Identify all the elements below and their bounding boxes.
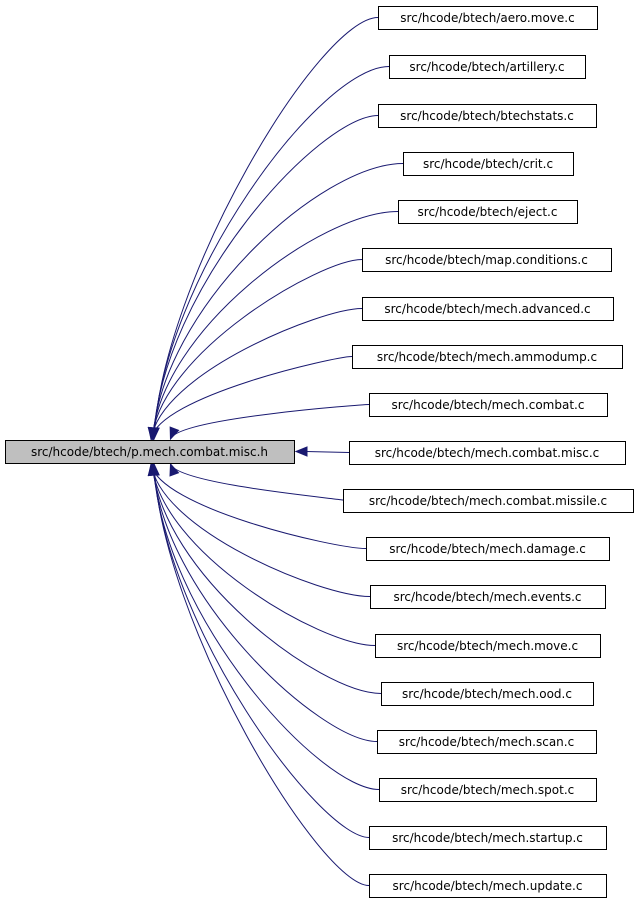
edge-10 (305, 451, 350, 453)
edge-6 (151, 259, 363, 440)
includer-node-16-label: src/hcode/btech/mech.scan.c (399, 735, 574, 749)
includer-node-6-label: src/hcode/btech/map.conditions.c (385, 253, 588, 267)
includer-node-1-box (378, 6, 598, 30)
includer-node-19-box (369, 874, 607, 898)
includer-node-8-box (352, 345, 623, 369)
includer-node-8[interactable]: src/hcode/btech/mech.ammodump.c (352, 345, 623, 369)
includer-node-16-box (377, 730, 597, 754)
nodes-layer: src/hcode/btech/aero.move.c src/hcode/bte… (5, 6, 634, 898)
includer-node-7[interactable]: src/hcode/btech/mech.advanced.c (362, 297, 614, 321)
includer-node-1[interactable]: src/hcode/btech/aero.move.c (378, 6, 598, 30)
includer-node-14[interactable]: src/hcode/btech/mech.move.c (375, 634, 601, 658)
edge-9 (170, 404, 370, 440)
includer-node-5[interactable]: src/hcode/btech/eject.c (398, 200, 578, 224)
includer-node-14-box (375, 634, 601, 658)
arrowhead-10 (294, 446, 308, 457)
includer-node-16[interactable]: src/hcode/btech/mech.scan.c (377, 730, 597, 754)
includer-node-18[interactable]: src/hcode/btech/mech.startup.c (369, 826, 607, 850)
edge-12 (150, 463, 367, 549)
edge-2 (153, 66, 390, 440)
edge-17 (152, 463, 380, 790)
arrowhead-19 (149, 462, 160, 476)
root-header-node-label: src/hcode/btech/p.mech.combat.misc.h (31, 445, 268, 459)
includer-node-11-box (343, 489, 634, 513)
includer-node-3-label: src/hcode/btech/btechstats.c (400, 109, 574, 123)
includer-node-17[interactable]: src/hcode/btech/mech.spot.c (379, 778, 597, 802)
edge-4 (152, 163, 404, 440)
includer-node-10-label: src/hcode/btech/mech.combat.misc.c (375, 446, 600, 460)
includer-node-10[interactable]: src/hcode/btech/mech.combat.misc.c (349, 441, 626, 465)
includer-node-5-box (398, 200, 578, 224)
edge-18 (153, 463, 370, 838)
includer-node-9-label: src/hcode/btech/mech.combat.c (392, 398, 585, 412)
edge-15 (151, 463, 382, 694)
edge-19 (153, 463, 370, 886)
includer-node-9[interactable]: src/hcode/btech/mech.combat.c (369, 393, 608, 417)
includer-node-19[interactable]: src/hcode/btech/mech.update.c (369, 874, 607, 898)
includer-node-12[interactable]: src/hcode/btech/mech.damage.c (366, 537, 610, 561)
includer-node-11-label: src/hcode/btech/mech.combat.missile.c (369, 494, 607, 508)
includer-node-6[interactable]: src/hcode/btech/map.conditions.c (362, 248, 612, 272)
arrowhead-11 (169, 462, 180, 477)
edge-7 (150, 308, 363, 440)
includer-node-11[interactable]: src/hcode/btech/mech.combat.missile.c (343, 489, 634, 513)
root-header-node[interactable]: src/hcode/btech/p.mech.combat.misc.h (5, 440, 295, 464)
includer-node-13-box (370, 585, 606, 609)
includer-node-2-box (389, 55, 586, 79)
includer-node-18-box (369, 826, 607, 850)
edge-11 (170, 463, 345, 501)
includer-node-2[interactable]: src/hcode/btech/artillery.c (389, 55, 586, 79)
edge-3 (152, 115, 379, 440)
includer-node-15-label: src/hcode/btech/mech.ood.c (402, 687, 572, 701)
includer-node-7-label: src/hcode/btech/mech.advanced.c (384, 302, 590, 316)
edges-layer (147, 17, 404, 886)
includer-node-1-label: src/hcode/btech/aero.move.c (400, 11, 574, 25)
includer-node-4[interactable]: src/hcode/btech/crit.c (403, 152, 574, 176)
root-header-node-box (5, 440, 295, 464)
includer-node-17-label: src/hcode/btech/mech.spot.c (401, 783, 575, 797)
includer-node-4-box (403, 152, 574, 176)
arrowhead-8 (147, 426, 159, 441)
includer-node-12-label: src/hcode/btech/mech.damage.c (389, 542, 586, 556)
includer-node-14-label: src/hcode/btech/mech.move.c (397, 639, 578, 653)
includer-node-13[interactable]: src/hcode/btech/mech.events.c (370, 585, 606, 609)
includer-node-5-label: src/hcode/btech/eject.c (418, 205, 558, 219)
includer-node-13-label: src/hcode/btech/mech.events.c (393, 590, 581, 604)
includer-node-15[interactable]: src/hcode/btech/mech.ood.c (381, 682, 594, 706)
includer-node-9-box (369, 393, 608, 417)
includer-node-12-box (366, 537, 610, 561)
edge-14 (151, 463, 376, 646)
includer-node-18-label: src/hcode/btech/mech.startup.c (392, 831, 583, 845)
includer-node-17-box (379, 778, 597, 802)
edge-8 (150, 356, 353, 440)
includer-node-3[interactable]: src/hcode/btech/btechstats.c (378, 104, 597, 128)
includer-node-15-box (381, 682, 594, 706)
includer-node-7-box (362, 297, 614, 321)
edge-5 (151, 211, 399, 440)
includer-node-3-box (378, 104, 597, 128)
includer-node-6-box (362, 248, 612, 272)
includer-node-2-label: src/hcode/btech/artillery.c (409, 60, 564, 74)
edge-16 (152, 463, 378, 742)
includer-node-8-label: src/hcode/btech/mech.ammodump.c (377, 350, 597, 364)
includer-node-4-label: src/hcode/btech/crit.c (423, 157, 553, 171)
includer-node-10-box (349, 441, 626, 465)
includer-node-19-label: src/hcode/btech/mech.update.c (393, 879, 583, 893)
edge-13 (150, 463, 371, 597)
arrowhead-9 (169, 426, 180, 441)
